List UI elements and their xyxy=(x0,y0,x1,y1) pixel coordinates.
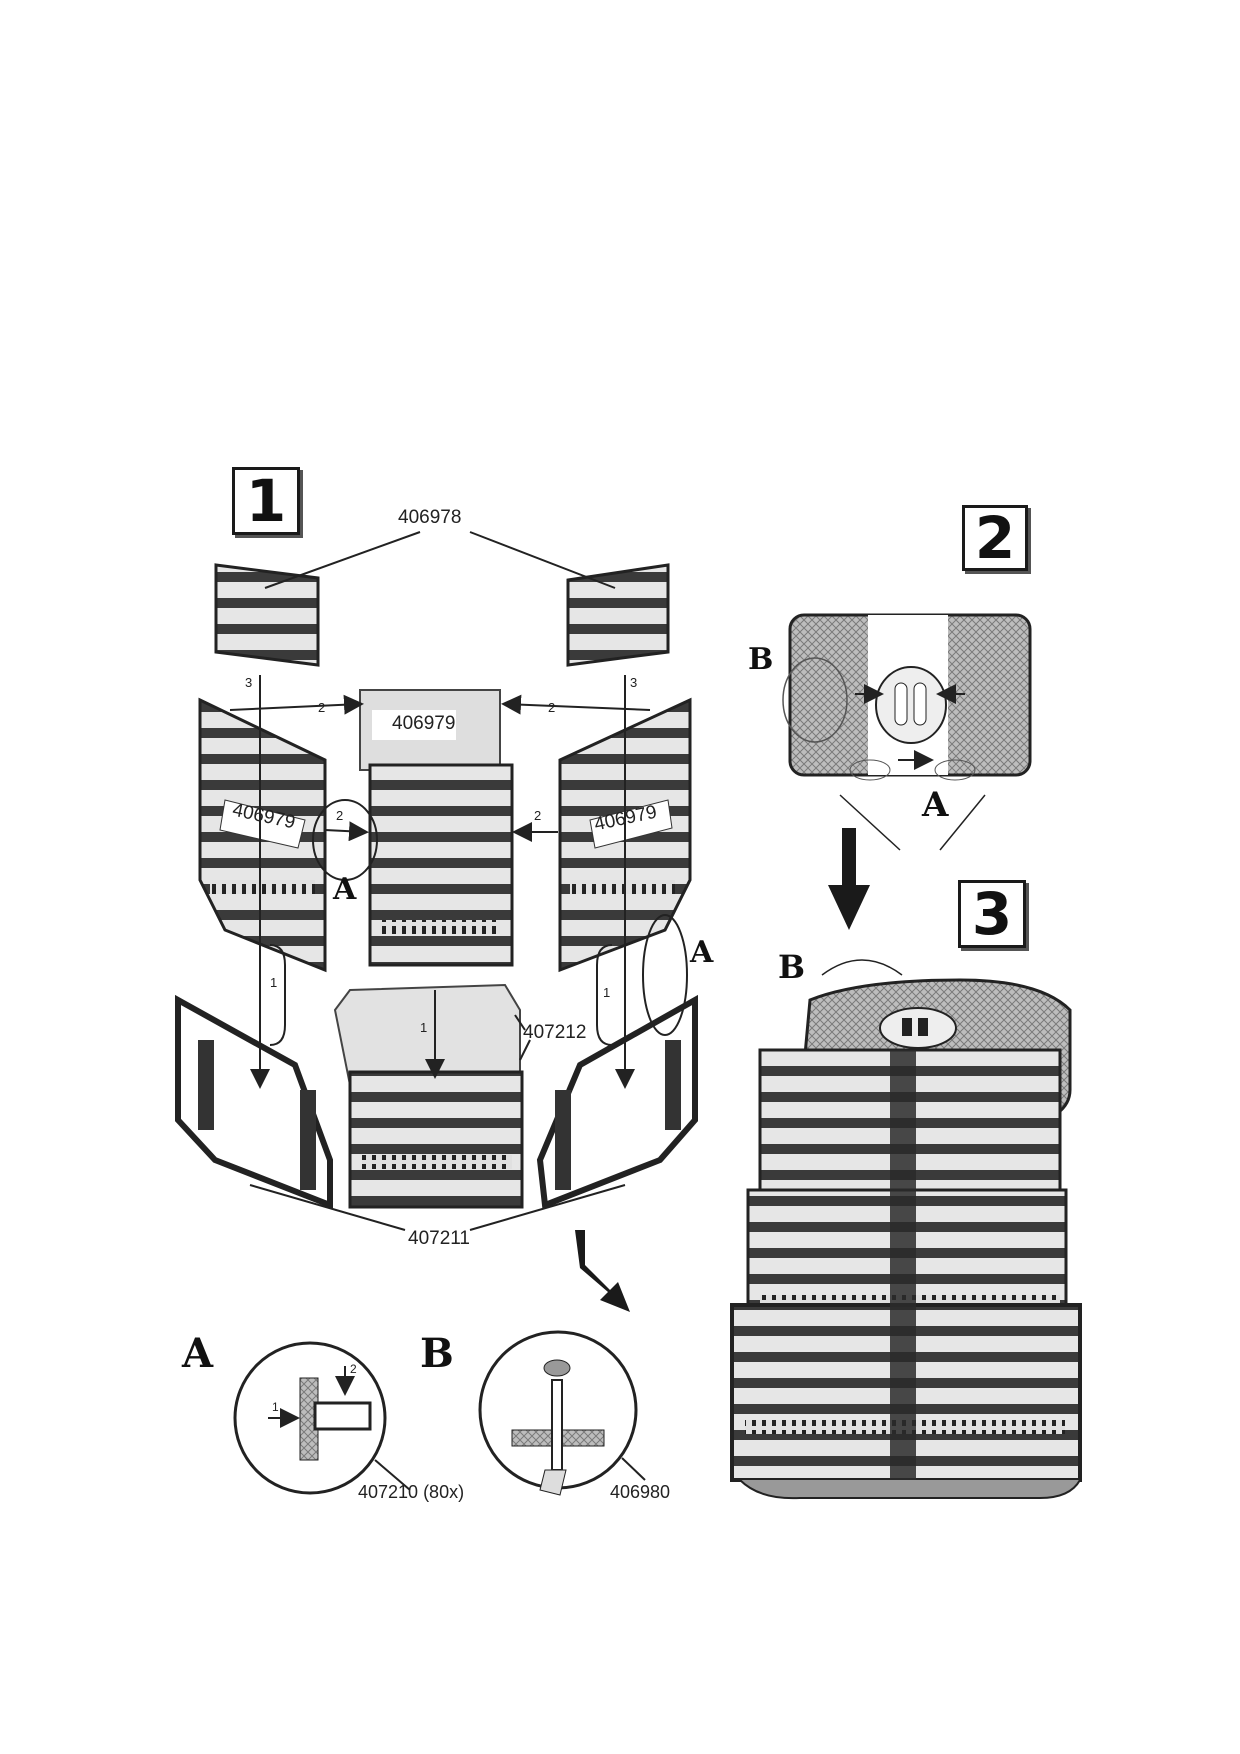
step-3-box: 3 xyxy=(958,880,1026,948)
label-base-frame: 407211 xyxy=(408,1228,470,1249)
detail-a-letter: A xyxy=(182,1330,214,1377)
base-right-frame xyxy=(536,994,698,1210)
arrow-number-1-right: 1 xyxy=(603,985,611,1000)
callout-b-step3: B xyxy=(778,948,806,986)
arrow-number-1-left: 1 xyxy=(270,975,278,990)
arrow-number-2-left-top: 2 xyxy=(318,700,326,715)
down-arrow-icon xyxy=(828,828,870,930)
top-view-lid xyxy=(782,613,1032,851)
detail-a-circle xyxy=(233,1341,411,1495)
detail-a-arrow-2: 2 xyxy=(350,1362,357,1376)
arrow-number-3-left: 3 xyxy=(245,675,253,690)
arrow-number-2-left: 2 xyxy=(336,808,344,823)
base-left-frame xyxy=(175,994,333,1210)
step-2-box: 2 xyxy=(962,504,1028,572)
detail-b-circle xyxy=(478,1330,646,1496)
back-panel xyxy=(359,689,501,771)
detail-a-arrow-1: 1 xyxy=(272,1400,279,1414)
left-side-panel xyxy=(198,697,327,973)
callout-a-step1-left: A xyxy=(333,872,357,907)
arrow-number-3-right: 3 xyxy=(630,675,638,690)
label-pin: 407210 (80x) xyxy=(358,1482,465,1502)
step-1-box: 1 xyxy=(232,467,300,535)
callout-b-step2: B xyxy=(748,642,774,677)
assembled-composter xyxy=(730,959,1082,1500)
label-lid-clip: 406980 xyxy=(610,1482,671,1502)
assembly-arrows xyxy=(229,675,688,1089)
top-lid-right xyxy=(566,563,670,667)
label-top-lid: 406978 xyxy=(398,507,462,528)
base-back-frame xyxy=(333,983,521,1087)
base-front-frame xyxy=(348,1070,524,1209)
callout-a-step1-right: A xyxy=(690,935,714,970)
label-back-panel: 406979 xyxy=(392,713,456,734)
arrow-number-2-right: 2 xyxy=(534,808,542,823)
label-base-front: 407212 xyxy=(523,1022,587,1043)
top-lid-left xyxy=(214,563,320,667)
callout-a-step2: A xyxy=(922,785,949,825)
corner-arrow-icon xyxy=(575,1230,630,1312)
detail-b-letter: B xyxy=(420,1330,454,1377)
arrow-number-1-center: 1 xyxy=(420,1020,428,1035)
arrow-number-2-right-top: 2 xyxy=(548,700,556,715)
center-front-panel xyxy=(368,763,514,967)
